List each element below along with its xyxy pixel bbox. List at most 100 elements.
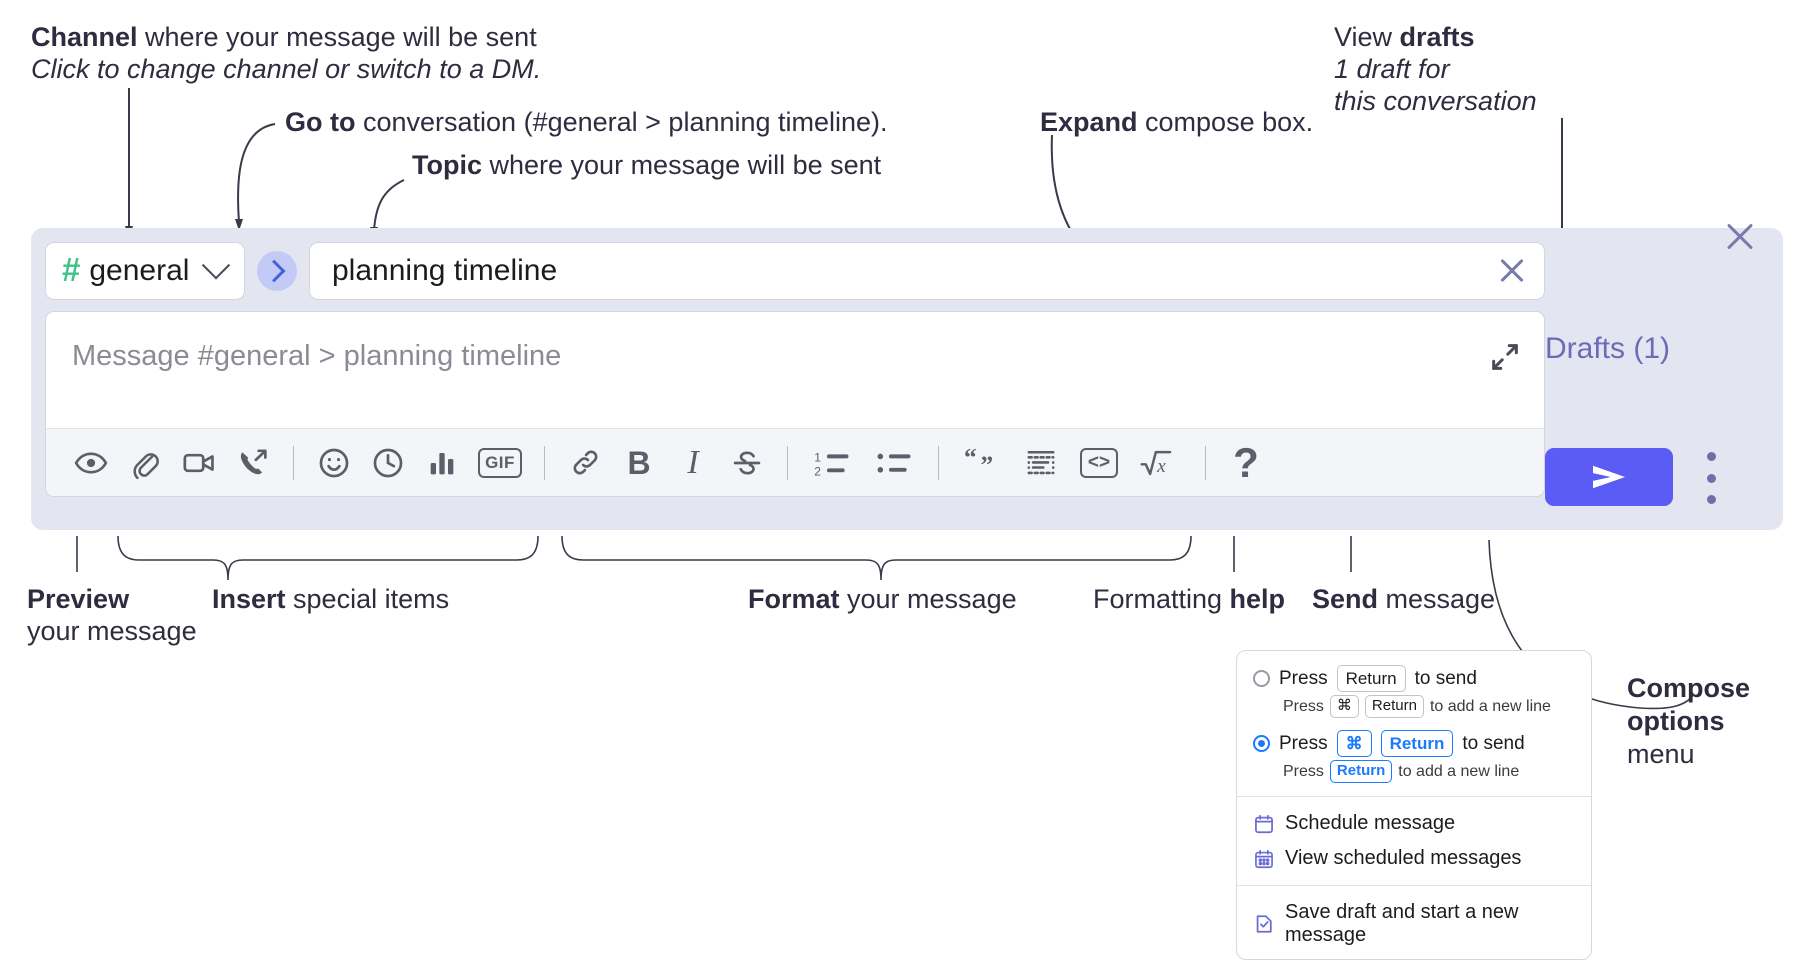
toolbar-separator xyxy=(938,445,939,480)
annotation-help: Formatting help xyxy=(1093,584,1285,616)
link-icon[interactable] xyxy=(558,436,612,490)
option2-sub-post: to add a new line xyxy=(1398,762,1520,780)
annotation-send-rest: message xyxy=(1378,584,1496,614)
menu-sub-hint-1: Press ⌘ Return to add a new line xyxy=(1237,694,1591,722)
svg-text:x: x xyxy=(1156,456,1166,477)
preview-icon[interactable] xyxy=(64,436,118,490)
annotation-help-plain: Formatting xyxy=(1093,584,1230,614)
gif-icon[interactable]: GIF xyxy=(469,436,531,490)
chevron-down-icon xyxy=(201,251,231,280)
menu-radio-option-return[interactable]: Press Return to send xyxy=(1237,663,1591,694)
annotation-format: Format your message xyxy=(748,584,1017,616)
annotation-insert: Insert special items xyxy=(212,584,449,616)
send-button[interactable] xyxy=(1545,448,1673,506)
close-composer-icon[interactable] xyxy=(1721,218,1759,256)
topic-input[interactable]: planning timeline xyxy=(309,242,1545,300)
drafts-link[interactable]: Drafts (1) xyxy=(1545,332,1671,365)
annotation-drafts-bold: drafts xyxy=(1399,22,1475,52)
annotation-compose-options: Compose options menu xyxy=(1627,672,1750,771)
channel-name-label: general xyxy=(89,254,190,287)
calendar-grid-icon xyxy=(1253,848,1275,870)
menu-item-label: View scheduled messages xyxy=(1285,847,1522,869)
calendar-icon xyxy=(1253,813,1275,835)
hash-icon: # xyxy=(62,251,81,288)
expand-compose-icon[interactable] xyxy=(1488,340,1522,374)
toolbar-separator xyxy=(787,445,788,480)
annotation-insert-rest: special items xyxy=(285,584,450,614)
code-block-icon[interactable] xyxy=(1014,436,1068,490)
menu-item-label: Save draft and start a new message xyxy=(1285,901,1519,946)
document-check-icon xyxy=(1253,913,1275,935)
option1-post: to send xyxy=(1414,667,1477,689)
annotation-drafts-sub2: this conversation xyxy=(1334,85,1537,116)
annotation-drafts: View drafts 1 draft for this conversatio… xyxy=(1334,22,1537,118)
annotation-format-rest: your message xyxy=(839,584,1017,614)
clear-topic-icon[interactable] xyxy=(1494,253,1530,289)
composer-header-row: # general planning timeline xyxy=(45,242,1545,300)
bold-icon[interactable]: B xyxy=(612,436,666,490)
italic-label: I xyxy=(687,443,699,481)
toolbar-separator xyxy=(1205,445,1206,480)
option1-sub-pre: Press xyxy=(1283,697,1324,715)
italic-icon[interactable]: I xyxy=(666,436,720,490)
key-command: ⌘ xyxy=(1336,730,1372,758)
annotation-channel-sub: Click to change channel or switch to a D… xyxy=(31,53,542,84)
kebab-dot xyxy=(1706,452,1716,461)
attachment-icon[interactable] xyxy=(118,436,172,490)
kebab-dot xyxy=(1706,473,1716,483)
compose-options-menu: Press Return to send Press ⌘ Return to a… xyxy=(1236,650,1592,960)
annotation-format-bold: Format xyxy=(748,584,840,614)
chevron-right-icon xyxy=(262,259,286,283)
menu-item-schedule-message[interactable]: Schedule message xyxy=(1237,806,1591,841)
menu-divider xyxy=(1237,885,1591,886)
annotation-expand-rest: compose box. xyxy=(1137,107,1314,137)
key-return: Return xyxy=(1380,730,1454,758)
ordered-list-icon[interactable]: 1 2 xyxy=(801,436,863,490)
toolbar-separator xyxy=(293,445,294,480)
key-return: Return xyxy=(1329,760,1393,783)
math-icon[interactable]: x xyxy=(1130,436,1192,490)
annotation-drafts-sub1: 1 draft for xyxy=(1334,53,1450,84)
blockquote-icon[interactable]: “ ” xyxy=(952,436,1014,490)
inline-code-icon[interactable]: <> xyxy=(1068,436,1130,490)
message-placeholder: Message #general > planning timeline xyxy=(72,340,562,372)
compose-options-button[interactable] xyxy=(1700,452,1722,504)
annotation-send-bold: Send xyxy=(1312,584,1379,614)
menu-item-save-draft[interactable]: Save draft and start a new message xyxy=(1237,895,1591,953)
video-icon[interactable] xyxy=(172,436,226,490)
key-return: Return xyxy=(1336,665,1406,693)
annotation-topic: Topic where your message will be sent xyxy=(412,150,881,182)
svg-text:“: “ xyxy=(964,446,977,472)
formatting-help-icon[interactable]: ? xyxy=(1219,436,1273,490)
composer-content: # general planning timeline Message #gen… xyxy=(45,242,1545,497)
annotation-goto-bold: Go to xyxy=(285,107,356,137)
message-input-box[interactable]: Message #general > planning timeline xyxy=(45,311,1545,497)
huddle-icon[interactable] xyxy=(226,436,280,490)
key-command: ⌘ xyxy=(1329,695,1359,718)
send-arrow-icon xyxy=(1593,465,1625,489)
channel-picker[interactable]: # general xyxy=(45,242,245,300)
radio-button-selected[interactable] xyxy=(1253,735,1270,753)
annotation-send: Send message xyxy=(1312,584,1495,616)
strikethrough-icon[interactable] xyxy=(720,436,774,490)
annotation-preview-sub: your message xyxy=(27,615,197,646)
option2-sub-pre: Press xyxy=(1283,762,1324,780)
menu-radio-option-cmd-return[interactable]: Press ⌘ Return to send xyxy=(1237,728,1591,759)
annotation-goto: Go to conversation (#general > planning … xyxy=(285,107,888,139)
menu-item-view-scheduled-messages[interactable]: View scheduled messages xyxy=(1237,841,1591,876)
clock-icon[interactable] xyxy=(361,436,415,490)
poll-icon[interactable] xyxy=(415,436,469,490)
kebab-dot xyxy=(1706,495,1716,504)
radio-button-unselected[interactable] xyxy=(1253,670,1270,688)
option1-sub-post: to add a new line xyxy=(1429,697,1551,715)
annotation-compose-options-rest: menu xyxy=(1627,738,1695,769)
message-composer: # general planning timeline Message #gen… xyxy=(31,228,1783,530)
annotation-compose-options-bold2: options xyxy=(1627,705,1725,736)
go-to-conversation-button[interactable] xyxy=(257,251,297,291)
bulleted-list-icon[interactable] xyxy=(863,436,925,490)
annotation-topic-rest: where your message will be sent xyxy=(482,150,882,180)
annotation-topic-bold: Topic xyxy=(412,150,482,180)
annotation-channel-rest: where your message will be sent xyxy=(137,22,537,52)
annotation-preview: Preview your message xyxy=(27,584,197,648)
emoji-icon[interactable] xyxy=(307,436,361,490)
